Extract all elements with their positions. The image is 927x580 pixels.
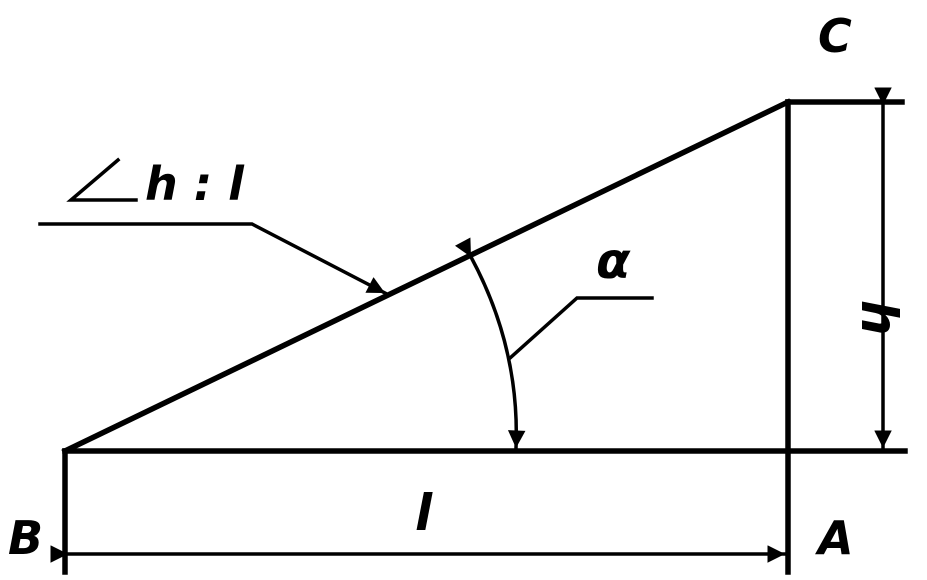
angle-leader-line [507, 296, 654, 361]
length-label: l [415, 484, 433, 542]
slope-symbol-icon [66, 157, 138, 202]
slope-leader-line [38, 222, 388, 296]
vertex-c-label: C [818, 9, 852, 63]
angle-arc [455, 237, 526, 450]
vertex-a-label: A [815, 511, 854, 565]
vertex-b-label: B [8, 511, 43, 565]
slope-ratio-label: h : l [145, 157, 245, 211]
hypotenuse-line [61, 98, 792, 455]
height-label: h [850, 300, 908, 336]
angle-label: α [596, 232, 631, 290]
